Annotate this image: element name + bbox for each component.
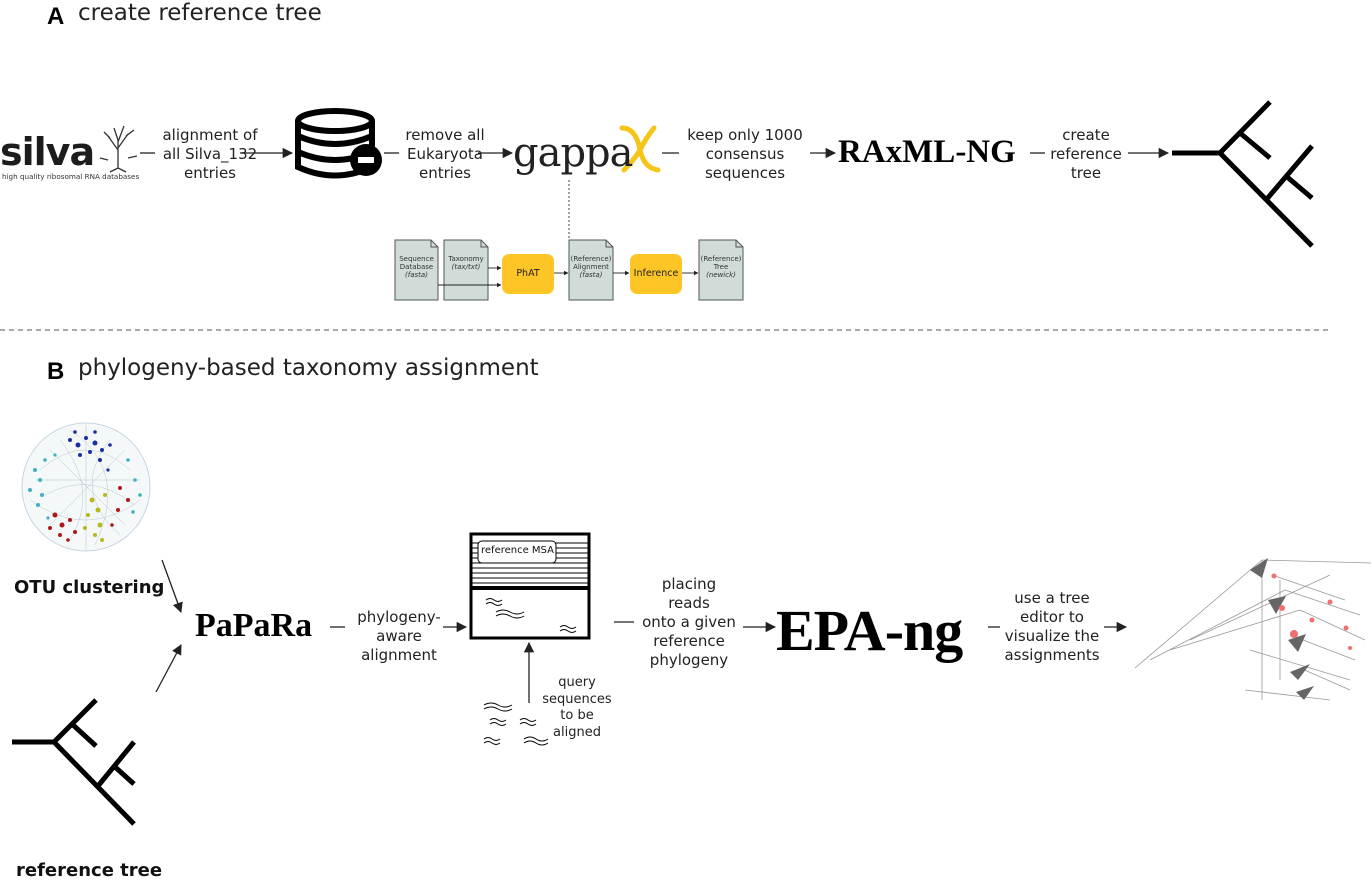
query-sequences-label: query sequences to be aligned — [542, 675, 612, 740]
query-sequences-icons — [483, 702, 549, 746]
doc-taxonomy-label: Taxonomy(tax/txt) — [448, 255, 484, 271]
step-phylogeny-aware-alignment: phylogeny- aware alignment — [357, 608, 441, 664]
papara-logo: PaPaRa — [195, 607, 313, 644]
arrow-otu-to-papara — [161, 559, 183, 613]
phat-box — [502, 254, 554, 294]
otu-network-graphic — [21, 422, 151, 552]
reference-tree-icon-b — [12, 698, 136, 826]
reference-msa-box — [469, 532, 591, 640]
silva-tagline: high quality ribosomal RNA databases — [2, 172, 140, 181]
step-keep-consensus: keep only 1000 consensus sequences — [687, 126, 803, 182]
section-b-title: phylogeny-based taxonomy assignment — [78, 355, 539, 381]
doc-reference-alignment-label: (Reference) Alignment(fasta) — [570, 255, 612, 279]
silva-logo: silva — [0, 130, 95, 174]
inference-box-label: Inference — [633, 268, 679, 279]
section-b-letter: B — [47, 358, 65, 385]
raxml-ng-logo: RAxML-NG — [838, 134, 1016, 170]
section-a-title: create reference tree — [78, 0, 322, 26]
step-alignment-silva: alignment of all Silva_132 entries — [162, 126, 258, 182]
doc-reference-tree-label: (Reference) Tree(newick) — [700, 255, 742, 279]
step-visualize-assignments: use a tree editor to visualize the assig… — [1004, 589, 1100, 664]
gappa-accent-icon — [619, 125, 661, 173]
reference-tree-icon-a — [1172, 100, 1314, 248]
inference-box — [630, 254, 682, 294]
doc-reference-tree — [698, 239, 744, 301]
placement-result-tree — [1134, 558, 1371, 701]
doc-reference-alignment — [568, 239, 614, 301]
silva-tree-icon — [99, 125, 138, 173]
epa-ng-logo: EPA-ng — [776, 598, 963, 663]
step-remove-eukaryota: remove all Eukaryota entries — [405, 126, 485, 182]
section-a-letter: A — [47, 3, 65, 30]
phat-box-label: PhAT — [516, 268, 540, 279]
gappa-logo: gappa — [513, 130, 634, 176]
step-create-reference-tree: create reference tree — [1050, 126, 1122, 182]
arrow-tree-to-papara — [155, 644, 182, 693]
reference-tree-label: reference tree — [16, 860, 163, 881]
doc-sequence-database — [394, 239, 439, 301]
otu-clustering-label: OTU clustering — [14, 577, 165, 598]
doc-sequence-database-label: Sequence Database(fasta) — [399, 255, 434, 279]
reference-msa-label: reference MSA — [481, 545, 554, 556]
database-remove-icon — [295, 108, 382, 179]
step-placing-reads: placing reads onto a given reference phy… — [642, 575, 736, 669]
phat-pipeline — [394, 239, 744, 301]
